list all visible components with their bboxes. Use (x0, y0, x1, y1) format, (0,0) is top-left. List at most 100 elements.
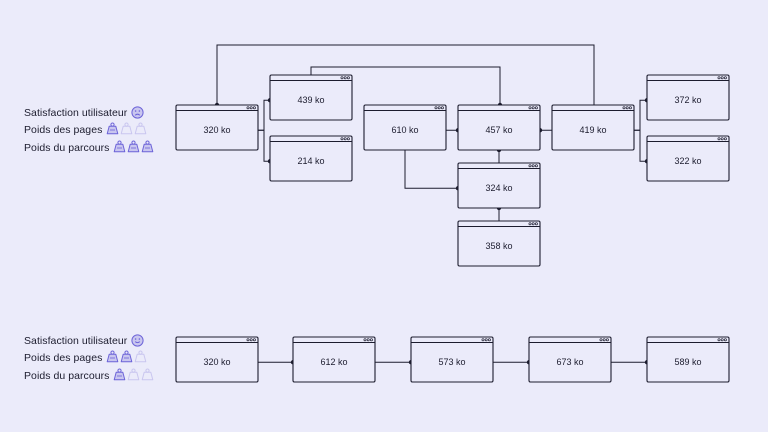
weight-filled-icon (106, 350, 119, 363)
window-frame (175, 336, 259, 383)
page-weight-label: 320 ko (203, 125, 231, 136)
page-window (269, 135, 353, 182)
window-control-dot (531, 164, 535, 168)
weight-filled-icon (106, 122, 119, 135)
window-control-dot (602, 338, 606, 342)
window-frame (175, 104, 259, 151)
window-frame (457, 162, 541, 209)
window-control-dot (534, 164, 538, 168)
legend-journey-1: Satisfaction utilisateur Poids des pages… (24, 104, 155, 157)
window-frame (457, 220, 541, 267)
page-weight-label: 358 ko (485, 241, 513, 252)
pages-weight-label: Poids des pages (24, 352, 103, 365)
window-control-dot (717, 76, 721, 80)
weight-empty-icon (141, 368, 154, 381)
window-control-dot (343, 137, 347, 141)
page-weight-label: 324 ko (485, 183, 513, 194)
journey-weight-label: Poids du parcours (24, 141, 110, 154)
window-control-dot (528, 222, 532, 226)
window-frame (410, 336, 494, 383)
connector-line (258, 129, 270, 162)
window-control-dot (528, 106, 532, 110)
window-control-dot (720, 76, 724, 80)
window-control-dot (363, 338, 367, 342)
page-weight-label: 214 ko (297, 156, 325, 167)
window-control-dot (723, 137, 727, 141)
satisfaction-label: Satisfaction utilisateur (24, 334, 128, 347)
window-control-dot (717, 137, 721, 141)
window-frame (363, 104, 447, 151)
window-control-dot (599, 338, 603, 342)
pages-weight-row: Poids des pages (24, 122, 155, 140)
pages-weight-rating (106, 350, 148, 366)
window-control-dot (481, 338, 485, 342)
page-weight-label: 320 ko (203, 357, 231, 368)
weight-empty-icon (134, 350, 147, 363)
page-window (528, 336, 612, 383)
window-control-dot (487, 338, 491, 342)
journey-weight-rating (113, 368, 155, 384)
window-control-dot (720, 137, 724, 141)
window-control-dot (346, 137, 350, 141)
satisfaction-label: Satisfaction utilisateur (24, 106, 128, 119)
journey-weight-rating (113, 140, 155, 156)
happy-face-icon (131, 334, 144, 347)
pages-weight-rating (106, 122, 148, 138)
pages-weight-label: Poids des pages (24, 124, 103, 137)
window-control-dot (252, 338, 256, 342)
window-control-dot (434, 106, 438, 110)
window-control-dot (440, 106, 444, 110)
window-control-dot (720, 338, 724, 342)
page-window (457, 162, 541, 209)
window-control-dot (343, 76, 347, 80)
page-weight-label: 457 ko (485, 125, 513, 136)
journey-weight-row: Poids du parcours (24, 139, 155, 157)
weight-empty-icon (134, 122, 147, 135)
page-window (457, 104, 541, 151)
window-control-dot (252, 106, 256, 110)
sad-face-icon (131, 106, 144, 119)
connector-line (634, 129, 647, 162)
window-control-dot (246, 338, 250, 342)
connector-line (310, 66, 501, 105)
journey-weight-label: Poids du parcours (24, 369, 110, 382)
connector-line (404, 150, 458, 189)
weight-empty-icon (127, 368, 140, 381)
connector-line (216, 44, 595, 105)
window-control-dot (723, 76, 727, 80)
window-control-dot (534, 106, 538, 110)
window-frame (292, 336, 376, 383)
page-weight-label: 589 ko (674, 357, 702, 368)
weight-filled-icon (141, 140, 154, 153)
window-frame (269, 74, 353, 121)
window-control-dot (717, 338, 721, 342)
connector-line (634, 99, 647, 131)
window-frame (528, 336, 612, 383)
window-frame (646, 336, 730, 383)
window-control-dot (437, 106, 441, 110)
window-control-dot (628, 106, 632, 110)
legend-journey-2: Satisfaction utilisateur Poids des pages… (24, 332, 155, 385)
page-window (292, 336, 376, 383)
page-window (410, 336, 494, 383)
window-control-dot (531, 222, 535, 226)
window-control-dot (366, 338, 370, 342)
window-frame (646, 74, 730, 121)
window-control-dot (346, 76, 350, 80)
window-control-dot (484, 338, 488, 342)
page-windows (175, 74, 730, 383)
weight-filled-icon (127, 140, 140, 153)
page-weight-label: 673 ko (556, 357, 584, 368)
window-frame (646, 135, 730, 182)
connector-line (258, 99, 270, 131)
journey-weight-row: Poids du parcours (24, 367, 155, 385)
window-frame (457, 104, 541, 151)
window-control-dot (249, 338, 253, 342)
window-control-dot (340, 76, 344, 80)
page-window (457, 220, 541, 267)
page-weight-label: 322 ko (674, 156, 702, 167)
window-control-dot (528, 164, 532, 168)
page-window (269, 74, 353, 121)
window-control-dot (534, 222, 538, 226)
